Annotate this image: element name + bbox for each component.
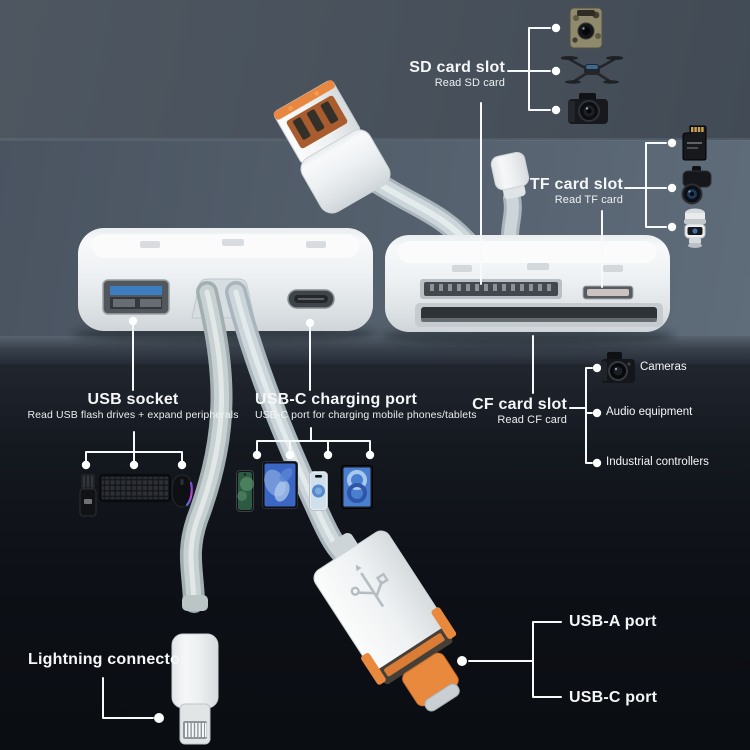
dslr-camera-icon xyxy=(568,93,608,124)
cf-target-industrial-controllers: Industrial controllers xyxy=(606,456,709,468)
tf-card-slot-title: TF card slot xyxy=(529,176,623,193)
usb-bracket xyxy=(85,431,183,462)
android-phone-icon xyxy=(236,470,254,512)
usb-a-socket xyxy=(102,279,170,315)
lightning-connector-label: Lightning connector xyxy=(28,651,187,668)
ptz-camera-icon xyxy=(684,208,706,248)
sd-bracket xyxy=(507,27,551,111)
cf-card-slot-title: CF card slot xyxy=(472,396,567,413)
port-bracket xyxy=(468,621,562,698)
keyboard-icon xyxy=(99,474,171,502)
usb-c-charging-title: USB-C charging port xyxy=(255,391,418,408)
usb-a-connector-top xyxy=(273,80,391,214)
usb-c-charging-socket xyxy=(287,289,335,309)
usbc-bracket xyxy=(256,427,371,452)
cf-card-slot-callout: CF card slot Read CF card xyxy=(472,396,567,428)
sd-card-slot xyxy=(420,279,562,299)
usb-socket-callout: USB socket Read USB flash drives + expan… xyxy=(8,391,258,422)
card-reader-device xyxy=(385,235,670,332)
background-wall xyxy=(0,0,750,140)
usb-socket-title: USB socket xyxy=(87,391,179,408)
lightning-elbow-line xyxy=(102,677,154,719)
cf-card-slot xyxy=(415,303,663,327)
cf-target-audio-equipment: Audio equipment xyxy=(606,406,693,418)
sd-card-slot-callout: SD card slot Read SD card xyxy=(409,59,505,91)
cf-target-cameras: Cameras xyxy=(640,361,687,373)
usb-c-port-label: USB-C port xyxy=(569,689,658,706)
micro-sd-card-icon xyxy=(682,125,707,161)
tf-card-slot xyxy=(582,285,634,300)
usb-flash-drive-icon xyxy=(79,474,97,517)
reader-cable-connector xyxy=(490,151,530,251)
tf-card-slot-subtitle: Read TF card xyxy=(554,194,623,207)
lightning-cable xyxy=(179,281,233,613)
usb-a-port-label: USB-A port xyxy=(569,613,657,630)
drone-icon xyxy=(561,56,623,84)
tf-bracket xyxy=(624,142,667,228)
sd-card-slot-title: SD card slot xyxy=(409,59,505,76)
usb-c-charging-subtitle: USB-C port for charging mobile phones/ta… xyxy=(255,409,477,422)
tablet-icon xyxy=(262,461,298,509)
usb-a-usb-c-combo-connector xyxy=(313,530,460,712)
tf-card-slot-callout: TF card slot Read TF card xyxy=(530,176,623,208)
iphone-icon xyxy=(309,471,328,511)
camera-icon xyxy=(601,352,635,383)
cf-card-slot-subtitle: Read CF card xyxy=(497,414,567,427)
usb-c-charging-callout: USB-C charging port USB-C port for charg… xyxy=(255,391,477,422)
dash-cam-icon xyxy=(681,166,712,205)
mouse-icon xyxy=(171,474,193,508)
callout-lines xyxy=(85,27,667,719)
cf-bracket xyxy=(569,367,593,464)
ipad-icon xyxy=(341,465,373,509)
lightning-connector-plug xyxy=(171,595,219,745)
callout-dots xyxy=(81,23,677,723)
trail-camera-icon xyxy=(569,7,603,49)
usb-socket-subtitle: Read USB flash drives + expand periphera… xyxy=(27,409,239,422)
sd-card-slot-subtitle: Read SD card xyxy=(434,77,505,90)
background-horizon-line xyxy=(0,138,750,141)
left-adapter-device xyxy=(78,228,373,331)
